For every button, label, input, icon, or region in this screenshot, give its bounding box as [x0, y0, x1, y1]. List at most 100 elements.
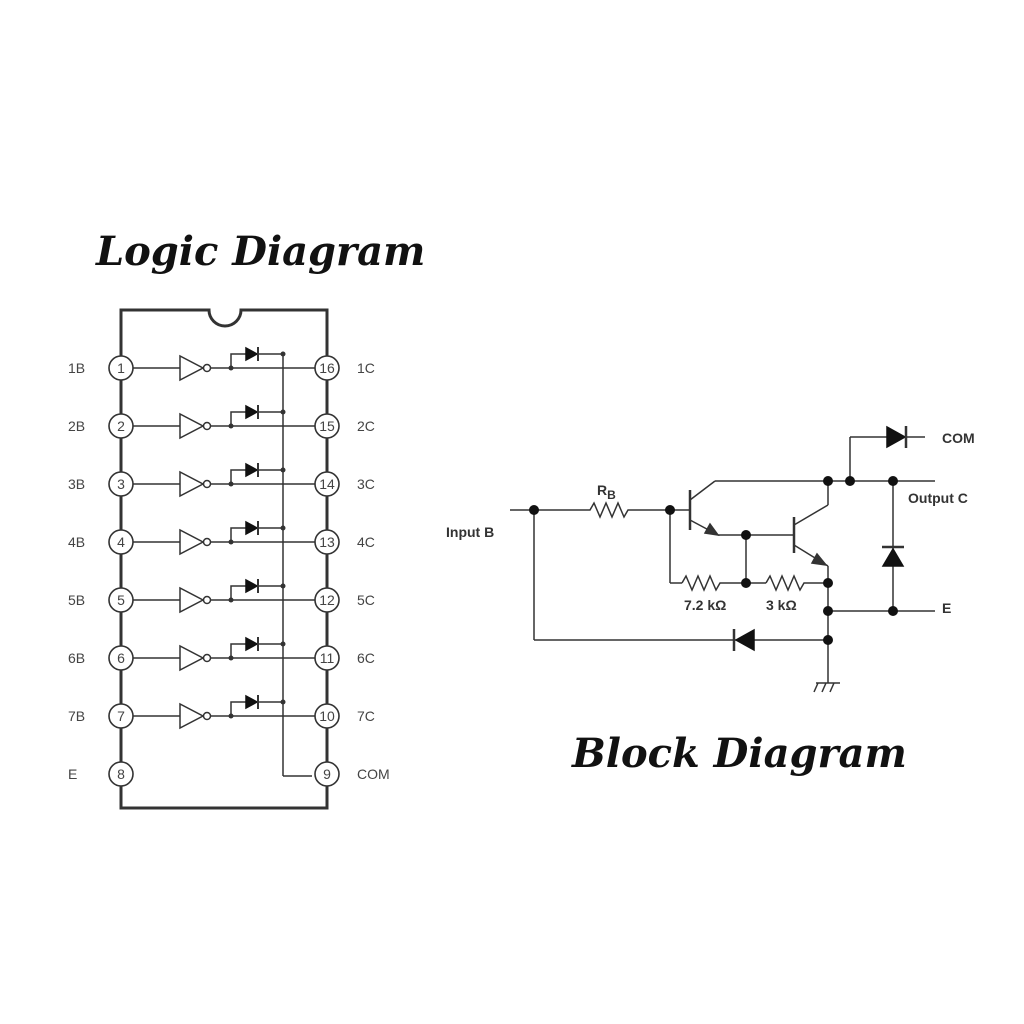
pin-10-label: 7C — [357, 708, 375, 724]
diode-wire — [230, 643, 283, 658]
junction-dot — [823, 578, 833, 588]
pin-15-label: 2C — [357, 418, 375, 434]
com-label: COM — [942, 430, 975, 446]
clamp-diode — [245, 520, 259, 536]
r2-resistor — [765, 574, 828, 592]
pin-15-circle — [314, 413, 340, 439]
r1-label: 7.2 kΩ — [684, 597, 726, 613]
ground-hatch-1 — [813, 682, 819, 693]
block-diagram — [510, 425, 935, 693]
pin-1-circle — [108, 355, 134, 381]
pin-3-number: 3 — [117, 476, 125, 492]
pin-5-label: 5B — [68, 592, 85, 608]
pin-6-label: 6B — [68, 650, 85, 666]
output-c-label: Output C — [908, 490, 968, 506]
clamp-diode — [245, 346, 259, 362]
rb-label-subscript: B — [607, 488, 616, 502]
pin-4-label: 4B — [68, 534, 85, 550]
inverter-bubble — [202, 711, 212, 721]
junction-dot — [280, 641, 286, 647]
pin-13-number: 13 — [319, 534, 335, 550]
pin-3-circle — [108, 471, 134, 497]
inverter-bubble — [202, 421, 212, 431]
clamp-diode — [881, 547, 905, 567]
pin-2-circle — [108, 413, 134, 439]
q1-emitter-arrow — [703, 522, 720, 537]
junction-dot — [280, 351, 286, 357]
driver-channel — [133, 636, 315, 672]
junction-dot — [823, 606, 833, 616]
pin-9-label: COM — [357, 766, 390, 782]
pin-14-label: 3C — [357, 476, 375, 492]
clamp-diode — [245, 462, 259, 478]
pin-11-number: 11 — [320, 650, 335, 666]
pin-13-label: 4C — [357, 534, 375, 550]
pin-8-number: 8 — [117, 766, 125, 782]
driver-channel — [133, 462, 315, 498]
pin-7-number: 7 — [117, 708, 125, 724]
block-diagram-title: Block Diagram — [572, 730, 907, 777]
pin-1-number: 1 — [117, 360, 125, 376]
rb-label-main: R — [597, 482, 607, 498]
pin-2-number: 2 — [117, 418, 125, 434]
rb-label: RB — [597, 482, 616, 502]
pin-16-circle — [314, 355, 340, 381]
pin-13-circle — [314, 529, 340, 555]
diode-wire — [230, 411, 283, 426]
driver-channel — [133, 346, 315, 382]
diode-wire — [230, 701, 283, 716]
ground-hatch-3 — [829, 682, 835, 693]
clamp-diode — [245, 404, 259, 420]
junction-dot — [280, 467, 286, 473]
inverter-symbol — [179, 586, 205, 614]
rb-resistor — [584, 501, 670, 519]
r2-label: 3 kΩ — [766, 597, 797, 613]
pin-7-circle — [108, 703, 134, 729]
driver-channel — [133, 694, 315, 730]
junction-dot — [280, 699, 286, 705]
pin-15-number: 15 — [319, 418, 335, 434]
diode-wire — [230, 585, 283, 600]
pin-7-label: 7B — [68, 708, 85, 724]
pin-1-label: 1B — [68, 360, 85, 376]
feedback-diode — [734, 628, 755, 652]
logic-diagram-title: Logic Diagram — [96, 228, 426, 275]
e-label: E — [942, 600, 951, 616]
q2-collector — [793, 504, 829, 526]
inverter-symbol — [179, 412, 205, 440]
pin-16-number: 16 — [319, 360, 335, 376]
junction-dot — [823, 476, 833, 486]
pin-11-circle — [314, 645, 340, 671]
q1-collector — [689, 480, 716, 501]
pin-16-label: 1C — [357, 360, 375, 376]
diode-wire — [230, 469, 283, 484]
pin-2-label: 2B — [68, 418, 85, 434]
pin-14-circle — [314, 471, 340, 497]
inverter-symbol — [179, 702, 205, 730]
junction-dot — [280, 409, 286, 415]
clamp-diode — [245, 578, 259, 594]
logic-diagram — [108, 308, 340, 810]
pin-4-number: 4 — [117, 534, 125, 550]
pin-14-number: 14 — [319, 476, 335, 492]
com-diode — [886, 425, 907, 449]
clamp-diode — [245, 694, 259, 710]
junction-dot — [280, 525, 286, 531]
pin-10-circle — [314, 703, 340, 729]
inverter-symbol — [179, 644, 205, 672]
pin-4-circle — [108, 529, 134, 555]
pin-11-label: 6C — [357, 650, 375, 666]
junction-dot — [741, 578, 751, 588]
pin-5-number: 5 — [117, 592, 125, 608]
diode-wire — [230, 527, 283, 542]
junction-dot — [280, 583, 286, 589]
diode-wire — [230, 353, 283, 368]
pin-9-circle — [314, 761, 340, 787]
inverter-bubble — [202, 595, 212, 605]
pin-10-number: 10 — [319, 708, 335, 724]
inverter-bubble — [202, 653, 212, 663]
q2-emitter-arrow — [810, 552, 828, 567]
inverter-symbol — [179, 470, 205, 498]
junction-dot — [888, 606, 898, 616]
